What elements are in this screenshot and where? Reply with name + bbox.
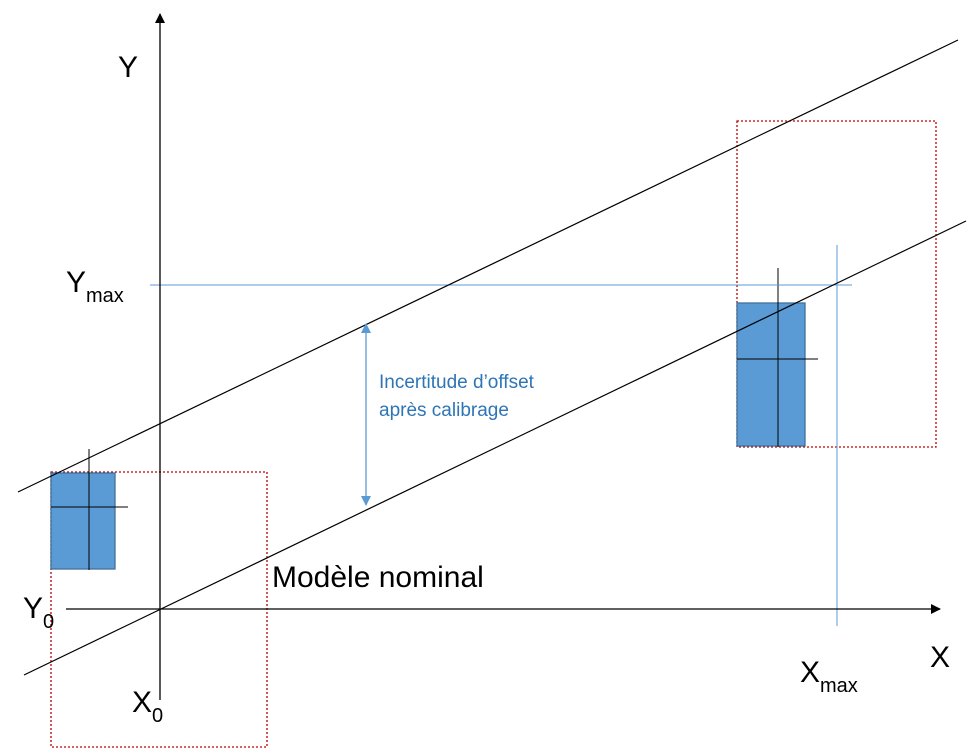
ymax-label: Ymax: [66, 266, 124, 307]
ymax-label-base: Y: [66, 266, 87, 299]
annotation-line-1: Incertitude d’offset: [379, 372, 534, 393]
model-nominal-label: Modèle nominal: [272, 561, 484, 594]
x-axis-label: X: [930, 641, 951, 674]
uncertainty-annotation: Incertitude d’offset après calibrage: [379, 369, 534, 425]
lower-band-line: [23, 220, 967, 676]
y0-label-base: Y: [23, 592, 44, 625]
xmax-label-base: X: [800, 656, 821, 689]
y0-label: Y0: [23, 592, 54, 633]
upper-band-line: [17, 39, 959, 493]
x0-label-base: X: [132, 686, 153, 719]
xmax-label-sub: max: [820, 675, 858, 697]
x0-label: X0: [132, 686, 163, 727]
annotation-line-2: après calibrage: [379, 400, 509, 421]
y0-label-sub: 0: [43, 611, 55, 633]
right-blue-rect: [736, 302, 806, 447]
ymax-label-sub: max: [86, 285, 124, 307]
x0-label-sub: 0: [152, 705, 164, 727]
xmax-label: Xmax: [800, 656, 858, 697]
left-blue-rect: [50, 472, 116, 570]
y-axis-label: Y: [118, 51, 139, 84]
